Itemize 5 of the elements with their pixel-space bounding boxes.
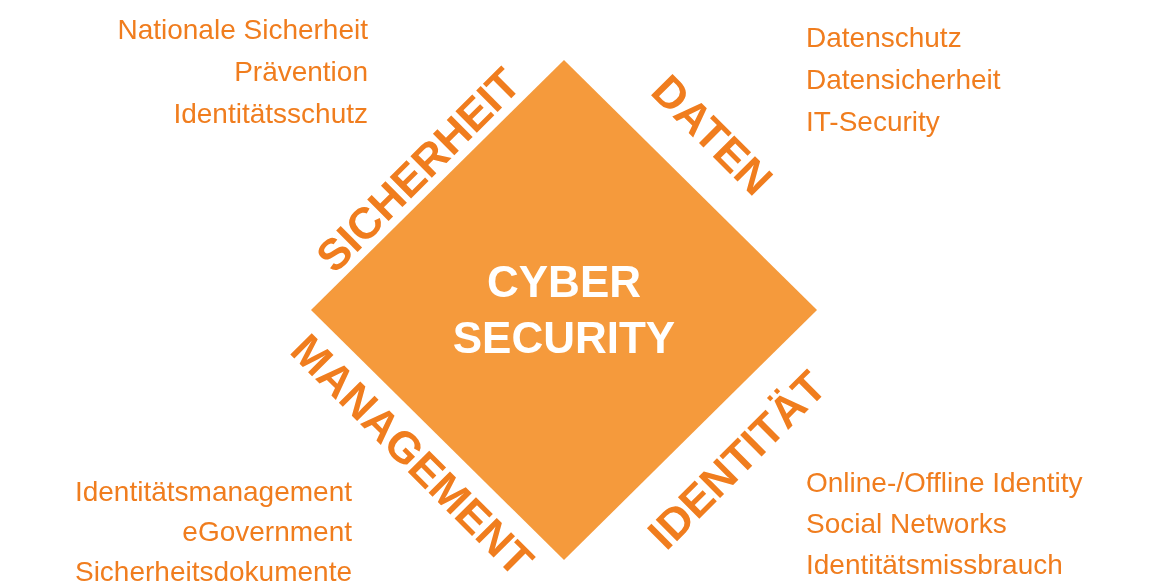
topic-text: Identitätsmissbrauch: [806, 549, 1063, 581]
topic-text: Datenschutz: [806, 22, 962, 54]
topic-text: Datensicherheit: [806, 64, 1001, 96]
topic-text: Nationale Sicherheit: [117, 14, 368, 46]
topic-text: IT-Security: [806, 106, 940, 138]
